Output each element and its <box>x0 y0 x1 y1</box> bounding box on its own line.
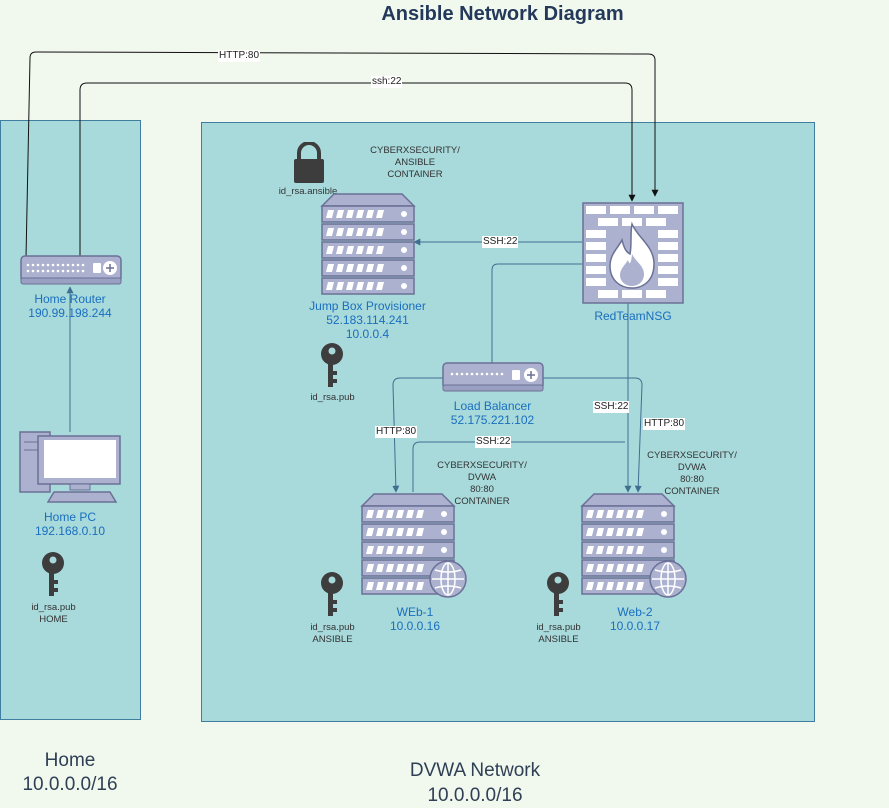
web1-ip: 10.0.0.16 <box>389 619 441 633</box>
home-router-icon[interactable] <box>20 255 122 287</box>
edge-label-nsg-jump: SSH:22 <box>482 236 519 248</box>
web2-container-line4: CONTAINER <box>664 486 720 497</box>
dvwa-zone-cidr: 10.0.0.0/16 <box>427 785 523 806</box>
edge-label-lb-web2: HTTP:80 <box>643 418 686 430</box>
edge-label-router-http: HTTP:80 <box>218 50 261 62</box>
edge-lb-web2 <box>542 377 643 493</box>
load-balancer-icon[interactable] <box>442 362 544 394</box>
diagram-title: Ansible Network Diagram <box>381 3 624 25</box>
home-router-name: Home Router <box>34 292 106 306</box>
web1-container-line1: CYBERXSECURITY/ <box>437 460 527 471</box>
firewall-icon[interactable] <box>582 202 684 304</box>
jump-box-ip-private: 10.0.0.4 <box>345 327 390 341</box>
web2-key-icon <box>547 572 569 616</box>
home-key-icon <box>42 552 64 596</box>
home-key-sub: HOME <box>39 614 68 625</box>
load-balancer-name: Load Balancer <box>453 399 532 413</box>
lock-label: id_rsa.ansible <box>278 186 338 197</box>
web2-container-line2: DVWA <box>677 462 707 473</box>
web2-server-icon[interactable] <box>580 492 690 600</box>
jump-key-icon <box>321 343 343 387</box>
home-zone-cidr: 10.0.0.0/16 <box>22 774 118 795</box>
edge-router-ssh <box>79 82 636 258</box>
web1-server-icon[interactable] <box>360 492 470 600</box>
jump-key-label: id_rsa.pub <box>310 392 355 403</box>
edge-label-router-ssh: ssh:22 <box>371 76 403 88</box>
web1-key-label: id_rsa.pub <box>310 622 355 633</box>
load-balancer-ip: 52.175.221.102 <box>450 413 535 427</box>
edge-label-nsg-web2: SSH:22 <box>593 401 630 413</box>
firewall-name: RedTeamNSG <box>594 309 672 323</box>
web2-ip: 10.0.0.17 <box>609 619 661 633</box>
edge-nsg-lb <box>491 263 582 363</box>
web1-container-line2: DVWA <box>467 472 497 483</box>
web1-key-icon <box>321 572 343 616</box>
jump-container-line1: CYBERXSECURITY/ <box>370 145 460 156</box>
web2-key-sub: ANSIBLE <box>538 634 579 645</box>
edge-ssh-web1 <box>412 441 625 492</box>
edge-label-lb-web1: HTTP:80 <box>375 426 418 438</box>
home-pc-ip: 192.168.0.10 <box>34 524 106 538</box>
web1-key-sub: ANSIBLE <box>312 634 353 645</box>
web2-name: Web-2 <box>617 605 653 619</box>
web1-container-line3: 80:80 <box>470 484 494 495</box>
home-pc-name: Home PC <box>43 510 96 524</box>
web2-container-line3: 80:80 <box>680 474 704 485</box>
edge-lb-web1 <box>392 377 443 493</box>
jump-box-ip-public: 52.183.114.241 <box>326 313 409 327</box>
jump-container-line3: CONTAINER <box>387 169 443 180</box>
home-pc-icon[interactable] <box>18 430 122 504</box>
web2-key-label: id_rsa.pub <box>536 622 581 633</box>
edge-label-ssh-web1: SSH:22 <box>475 436 512 448</box>
home-zone-label: Home <box>44 750 96 771</box>
lock-icon <box>294 142 324 183</box>
web1-name: WEb-1 <box>396 605 434 619</box>
web2-container-line1: CYBERXSECURITY/ <box>647 450 737 461</box>
dvwa-zone <box>201 122 815 722</box>
home-key-label: id_rsa.pub <box>31 602 76 613</box>
jump-box-server-icon[interactable] <box>320 192 416 296</box>
jump-box-name: Jump Box Provisioner <box>309 299 426 313</box>
web1-container-line4: CONTAINER <box>454 496 510 507</box>
jump-container-line2: ANSIBLE <box>394 157 436 168</box>
dvwa-zone-label: DVWA Network <box>409 760 541 781</box>
home-router-ip: 190.99.198.244 <box>28 306 112 320</box>
edge-router-http <box>25 51 659 259</box>
